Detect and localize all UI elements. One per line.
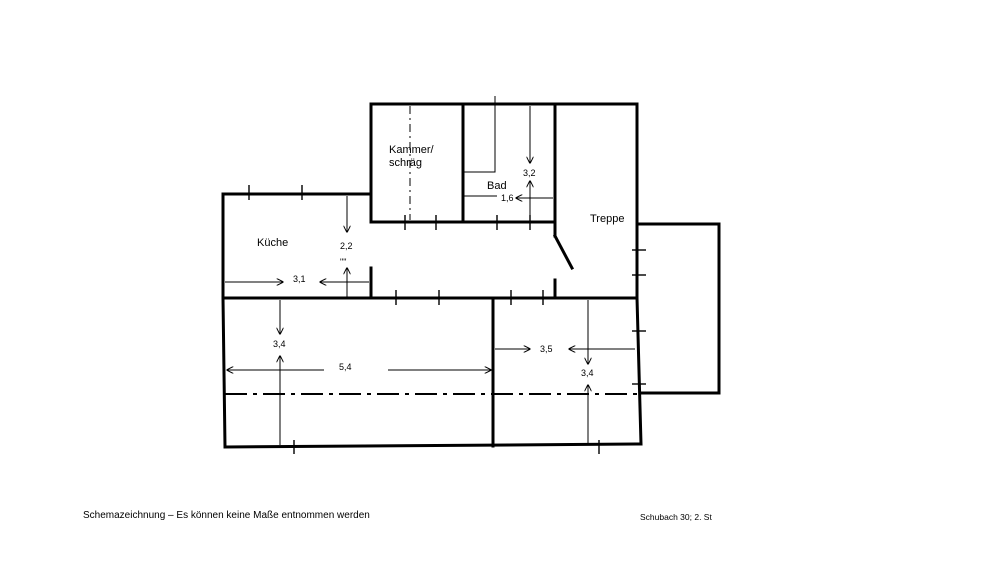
bad-partition-line (463, 96, 496, 173)
wall-kueche (221, 192, 373, 300)
dimension-label-bad-width: 1,6 (501, 193, 514, 203)
wall-top-block (369, 102, 639, 300)
drawing-caption: Schemazeichnung – Es können keine Maße e… (83, 510, 370, 521)
dimension-label-right-room-width: 3,5 (540, 344, 553, 354)
room-label-treppe: Treppe (590, 213, 624, 225)
wall-treppe-diagonal (552, 233, 575, 271)
room-label-kammer-line2: schräg (389, 157, 422, 169)
room-label-kueche: Küche (257, 237, 288, 249)
address-label: Schubach 30; 2. St (640, 512, 712, 522)
window-ticks (248, 185, 646, 454)
walls (221, 102, 721, 449)
room-label-bad: Bad (487, 180, 507, 192)
dimension-label-right-room-height: 3,4 (581, 368, 594, 378)
dimension-label-kueche-width: 3,1 (293, 274, 306, 284)
wall-balcony (635, 222, 721, 395)
dimension-label-left-room-height: 3,4 (273, 339, 286, 349)
dimension-mark: "" (340, 257, 346, 267)
dimension-label-left-room-width: 5,4 (339, 362, 352, 372)
dimension-label-bad-height: 3,2 (523, 168, 536, 178)
dimension-label-kueche-height: 2,2 (340, 241, 353, 251)
wall-lower-rooms (221, 296, 643, 449)
bad-fixtures (409, 96, 497, 220)
dimension-arrows (225, 106, 635, 445)
room-label-kammer-line1: Kammer/ (389, 144, 435, 156)
